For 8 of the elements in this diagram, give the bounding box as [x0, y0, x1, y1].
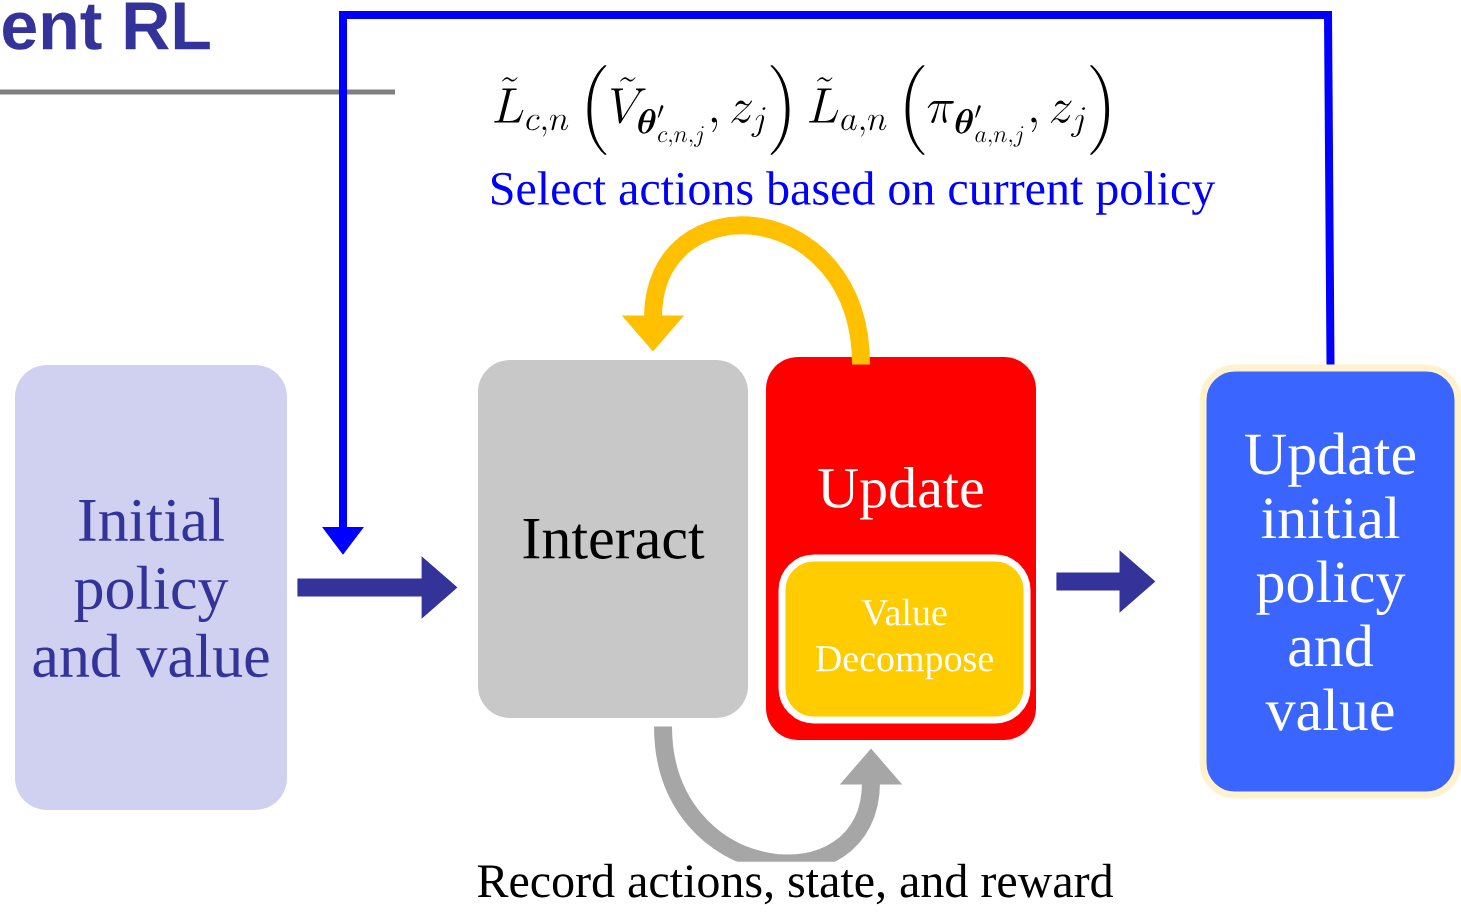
edge-label: Record actions, state, and reward: [474, 861, 1116, 907]
process-box: Interact: [478, 360, 748, 718]
note: Select actions based on current policy: [492, 171, 1216, 215]
formula: $\tilde{L}_{c,n}\left(\tilde{V}_{\boldsymbol{\theta}'_{c,n,j}}, z_j\right)\tilde{L}_{a,n}\left(\pi_{\boldsymbol{\theta}'_{a,n,j}}, z_j\right)$: [494, 65, 1110, 155]
process-box: Initial policy and value: [15, 365, 287, 810]
process-box: Update initial policy and value: [1199, 364, 1461, 799]
process-box: Value Decompose: [778, 554, 1031, 724]
title: ent RL: [3, 2, 210, 50]
